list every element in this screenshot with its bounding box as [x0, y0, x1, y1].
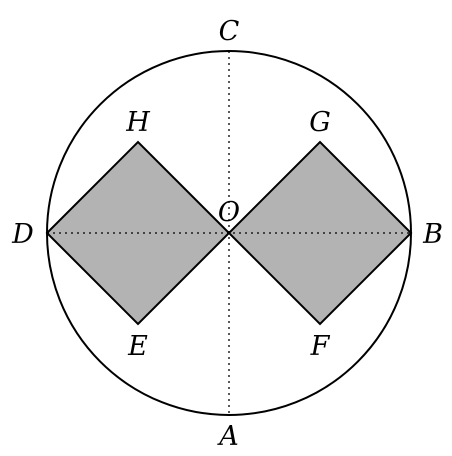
label-f: F — [310, 331, 331, 362]
label-a: A — [216, 421, 239, 452]
label-b: B — [422, 219, 443, 250]
label-g: G — [309, 107, 331, 138]
label-e: E — [127, 331, 148, 362]
label-c: C — [219, 16, 240, 47]
label-o: O — [218, 197, 240, 228]
label-d: D — [11, 219, 34, 250]
label-h: H — [125, 107, 150, 138]
